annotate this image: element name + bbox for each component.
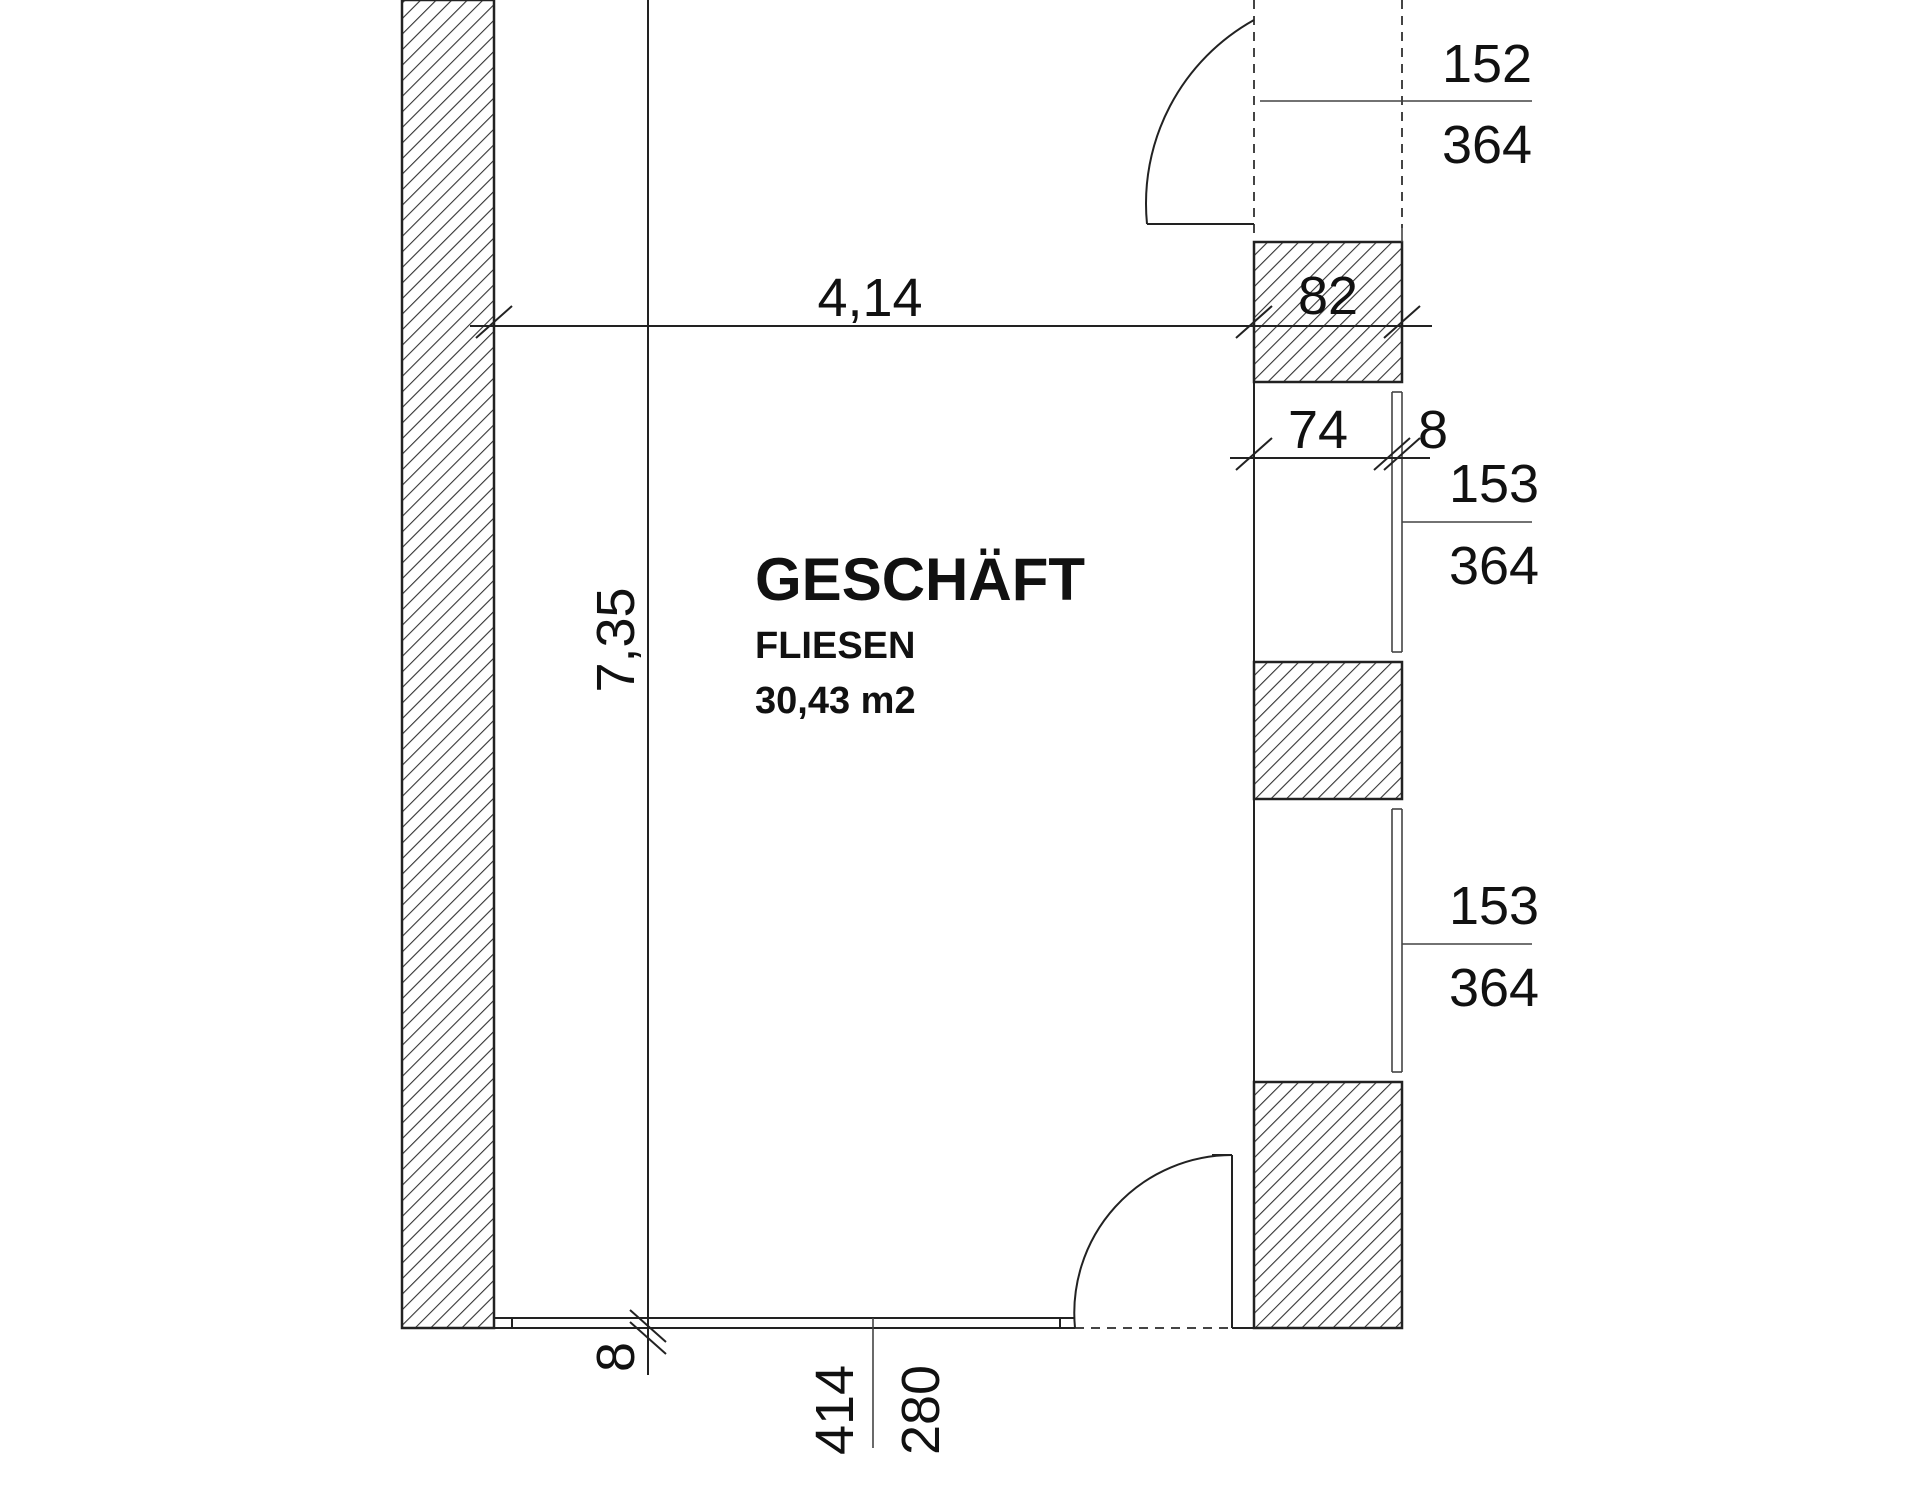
window-1-width: 152 xyxy=(1442,34,1532,94)
pillar-top xyxy=(1252,240,1404,384)
dimension-window-reveal: 74 8 xyxy=(1230,400,1448,471)
window-2-width: 153 xyxy=(1449,454,1539,514)
left-wall xyxy=(400,0,496,1330)
top-door xyxy=(1145,0,1403,236)
room-name: GESCHÄFT xyxy=(755,546,1085,613)
dimension-room-depth: 7,35 8 xyxy=(586,0,667,1375)
window-1-height: 364 xyxy=(1442,115,1532,175)
dim-frame-depth-label: 8 xyxy=(1418,400,1448,460)
dim-window-reveal-label: 74 xyxy=(1288,400,1348,460)
window-2-height: 364 xyxy=(1449,536,1539,596)
room-area: 30,43 m2 xyxy=(755,680,916,722)
window-label-1: 152 364 xyxy=(1260,34,1532,175)
room-label: GESCHÄFT FLIESEN 30,43 m2 xyxy=(755,546,1085,722)
pillar-middle xyxy=(1252,660,1404,801)
opening-height-bottom: 280 xyxy=(891,1365,951,1455)
dim-bottom-wall-depth-label: 8 xyxy=(586,1342,646,1372)
room-floor: FLIESEN xyxy=(755,625,915,667)
dimension-room-width: 4,14 xyxy=(470,268,1432,339)
window-3-width: 153 xyxy=(1449,876,1539,936)
bottom-wall xyxy=(493,1154,1254,1329)
window-label-3: 153 364 xyxy=(1402,876,1539,1018)
opening-label-bottom: 414 280 xyxy=(805,1318,951,1455)
dim-pillar-width-label: 82 xyxy=(1298,266,1358,326)
window-frames-right xyxy=(1253,228,1403,1082)
window-3-height: 364 xyxy=(1449,958,1539,1018)
opening-width-bottom: 414 xyxy=(805,1365,865,1455)
dim-room-width-label: 4,14 xyxy=(817,268,922,328)
pillar-bottom xyxy=(1252,1080,1404,1330)
dim-room-depth-label: 7,35 xyxy=(586,587,646,692)
window-label-2: 153 364 xyxy=(1402,454,1539,596)
